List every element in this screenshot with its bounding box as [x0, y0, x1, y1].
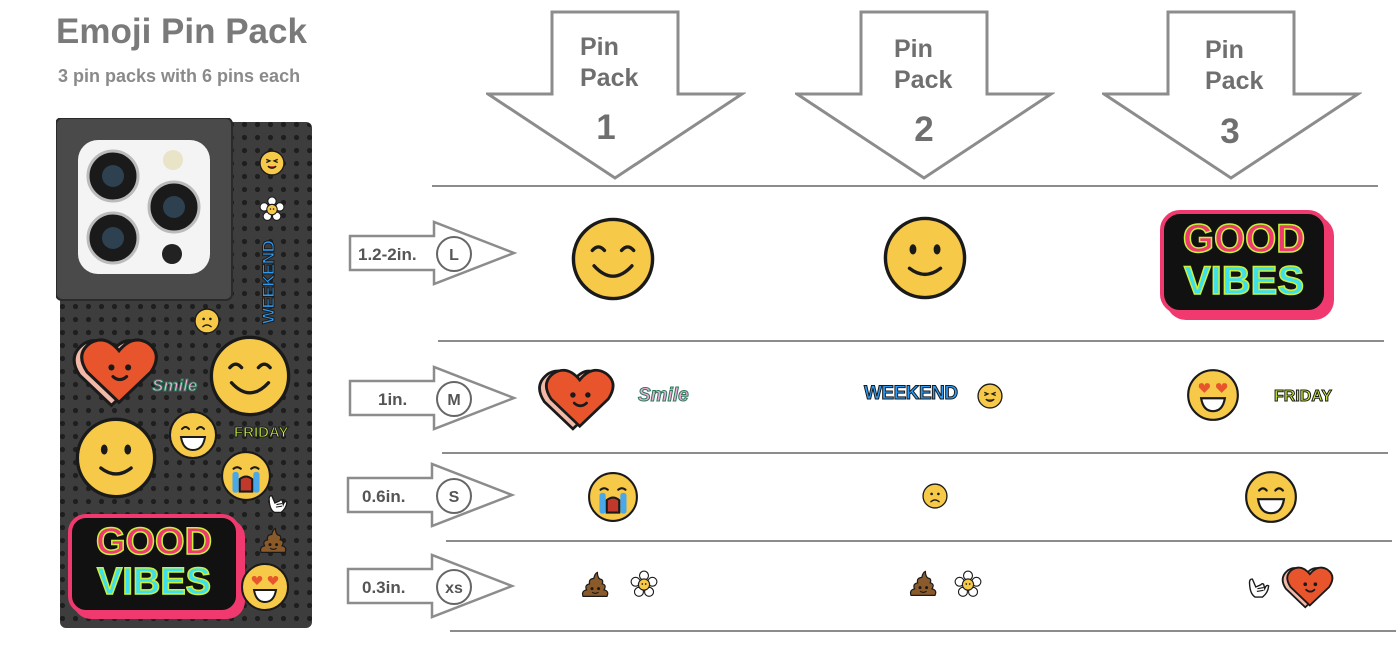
pack-1-number: 1	[596, 108, 616, 147]
poop-emoji-icon	[258, 526, 288, 556]
heart-icon	[1280, 564, 1336, 610]
row-divider	[438, 340, 1384, 342]
pack-2-label-line1: Pin	[894, 35, 933, 63]
pack-1-label-line2: Pack	[580, 64, 639, 92]
wink-emoji-icon	[977, 383, 1003, 409]
pack-3-arrow-icon	[1102, 10, 1362, 180]
size-l-text: 1.2-2in.	[358, 245, 417, 264]
pack-3-label: Pin Pack	[1205, 35, 1263, 97]
flower-icon	[630, 570, 658, 598]
heart-icon	[534, 365, 620, 433]
friday-sticker: FRIDAY	[233, 424, 289, 442]
smiley-emoji-icon	[882, 215, 968, 301]
flower-icon	[259, 196, 285, 222]
size-m-letter: M	[436, 381, 472, 417]
smiley-emoji-icon	[570, 216, 656, 302]
size-s-letter: S	[436, 478, 472, 514]
friday-sticker: FRIDAY	[1273, 388, 1333, 406]
size-xs-letter: xs	[436, 569, 472, 605]
size-xs-text: 0.3in.	[362, 578, 406, 597]
pack-1-label: Pin Pack	[580, 32, 638, 94]
wink-emoji-icon	[259, 150, 285, 176]
good-text: GOOD	[1182, 217, 1306, 261]
row-divider	[446, 540, 1392, 542]
heart-icon	[70, 334, 162, 410]
grin-emoji-icon	[1244, 470, 1298, 524]
shaka-hand-icon	[264, 490, 290, 516]
row-divider	[450, 630, 1396, 632]
poop-emoji-icon	[908, 569, 938, 599]
pack-3-number: 3	[1220, 112, 1240, 151]
good-vibes-sticker: GOOD VIBES	[68, 514, 240, 614]
size-s-text: 0.6in.	[362, 487, 406, 506]
weekend-sticker-text: WEEKEND	[259, 240, 279, 324]
phone-case-illustration	[55, 117, 312, 628]
vibes-text: VIBES	[1183, 259, 1305, 303]
size-xs-arrow-icon	[346, 553, 516, 619]
smile-sticker: Smile	[638, 385, 690, 407]
size-l-arrow-icon	[348, 220, 518, 286]
heart-eyes-emoji-icon	[240, 562, 290, 612]
weekend-sticker: WEEKEND	[864, 383, 959, 405]
good-vibes-sticker: GOOD VIBES	[1160, 210, 1328, 314]
phone-case: WEEKEND Smile FRIDAY GOOD VIBES	[55, 117, 312, 635]
pack-2-number: 2	[914, 110, 934, 149]
page-title: Emoji Pin Pack	[56, 12, 307, 51]
crying-emoji-icon	[587, 471, 639, 523]
size-s-arrow-icon	[346, 462, 516, 528]
shaka-hand-icon	[1244, 573, 1272, 601]
weekend-sticker: WEEKEND	[255, 240, 289, 326]
row-divider	[432, 185, 1378, 187]
pack-1-arrow-icon	[486, 10, 746, 180]
smiley-emoji-icon	[208, 334, 292, 418]
grin-emoji-icon	[168, 410, 218, 460]
pack-2-label: Pin Pack	[894, 34, 952, 96]
pack-3-label-line1: Pin	[1205, 36, 1244, 64]
good-text: GOOD	[95, 521, 213, 563]
frown-emoji-icon	[922, 483, 948, 509]
pack-2-label-line2: Pack	[894, 66, 953, 94]
heart-eyes-emoji-icon	[1186, 368, 1240, 422]
pack-2-arrow-icon	[795, 10, 1055, 180]
row-divider	[442, 452, 1388, 454]
page-subtitle: 3 pin packs with 6 pins each	[58, 66, 301, 86]
pack-3-label-line2: Pack	[1205, 67, 1264, 95]
size-l-letter: L	[436, 236, 472, 272]
flower-icon	[954, 570, 982, 598]
camera-lens-icon	[86, 149, 201, 265]
size-m-arrow-icon	[348, 365, 518, 431]
smiley-emoji-icon	[74, 416, 158, 500]
vibes-text: VIBES	[96, 561, 212, 603]
frown-emoji-icon	[194, 308, 220, 334]
smile-sticker: Smile	[151, 376, 198, 396]
poop-emoji-icon	[580, 570, 610, 600]
pack-1-label-line1: Pin	[580, 33, 619, 61]
size-m-text: 1in.	[378, 390, 408, 409]
